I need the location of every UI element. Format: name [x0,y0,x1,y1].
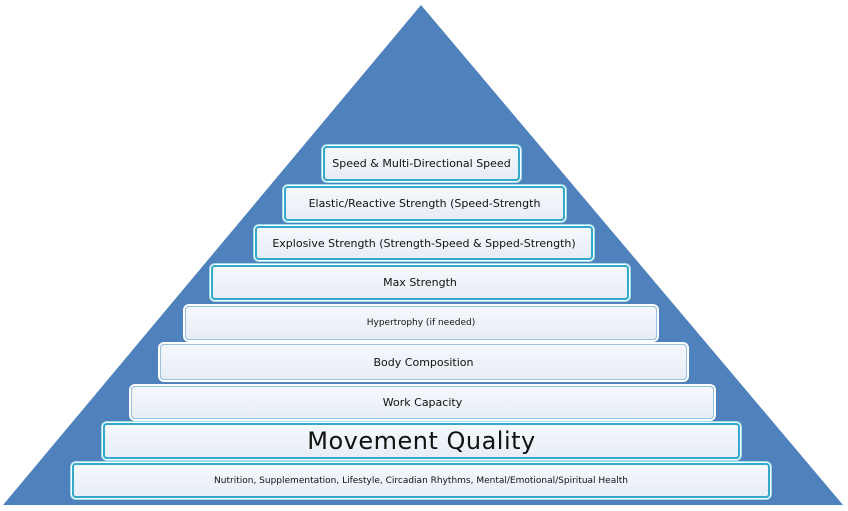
level-movement-quality: Movement Quality [103,423,740,459]
level-label: Max Strength [383,276,457,289]
level-label: Hypertrophy (if needed) [366,318,476,328]
level-label: Speed & Multi-Directional Speed [332,157,511,170]
level-label: Movement Quality [307,427,536,455]
level-label: Elastic/Reactive Strength (Speed-Strengt… [308,197,541,210]
level-foundation-health: Nutrition, Supplementation, Lifestyle, C… [72,463,770,498]
level-label: Nutrition, Supplementation, Lifestyle, C… [214,475,628,486]
level-elastic-reactive-strength: Elastic/Reactive Strength (Speed-Strengt… [284,186,565,221]
level-body-composition: Body Composition [160,344,687,380]
level-speed: Speed & Multi-Directional Speed [323,146,520,181]
level-explosive-strength: Explosive Strength (Strength-Speed & Spp… [255,226,593,260]
level-hypertrophy: Hypertrophy (if needed) [185,306,657,340]
level-label: Body Composition [373,355,474,369]
level-max-strength: Max Strength [211,265,629,300]
level-work-capacity: Work Capacity [131,386,714,419]
level-label: Explosive Strength (Strength-Speed & Spp… [272,236,576,250]
level-label: Work Capacity [382,396,463,409]
